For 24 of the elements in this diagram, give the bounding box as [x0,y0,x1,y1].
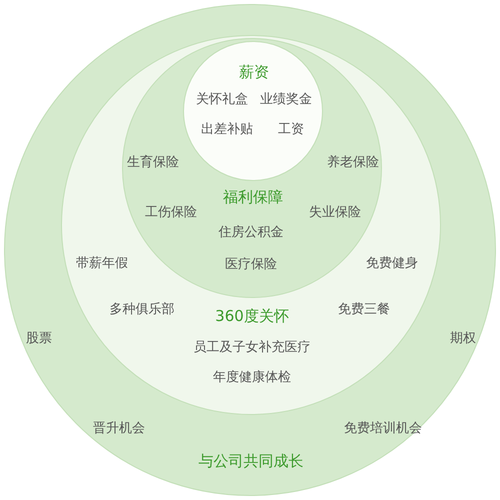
benefit-label: 住房公积金 [218,225,284,241]
benefit-label: 出差补贴 [201,122,253,138]
benefit-label: 带薪年假 [76,256,128,272]
benefit-label: 多种俱乐部 [110,302,174,318]
circle-heading: 福利保障 [223,188,283,206]
circle-heading: 与公司共同成长 [198,452,304,470]
benefit-label: 期权 [450,331,476,347]
benefit-label: 员工及子女补充医疗 [194,340,310,356]
benefit-label: 股票 [26,331,52,347]
circle-heading: 薪资 [239,63,269,81]
benefit-label: 生育保险 [127,155,179,171]
benefit-label: 失业保险 [309,205,361,221]
benefit-label: 养老保险 [327,155,379,171]
benefit-label: 工伤保险 [145,205,197,221]
benefit-label: 工资 [278,122,304,138]
benefit-label: 年度健康体检 [213,370,291,386]
circle-heading: 360度关怀 [215,307,289,325]
benefit-label: 晋升机会 [93,421,145,437]
benefit-label: 免费三餐 [338,302,390,318]
benefit-label: 关怀礼盒 [196,92,248,108]
benefit-label: 业绩奖金 [260,92,312,108]
benefit-label: 免费培训机会 [344,421,422,437]
benefit-label: 免费健身 [366,256,418,272]
benefit-label: 医疗保险 [225,257,277,273]
